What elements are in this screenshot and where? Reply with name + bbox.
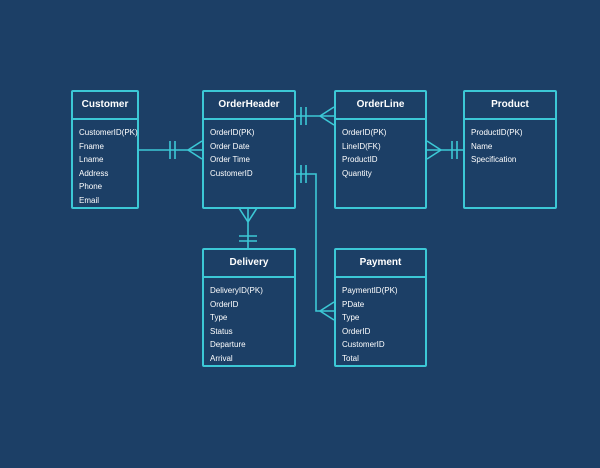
entity-title: Payment	[336, 250, 425, 278]
entity-field: Status	[210, 326, 233, 336]
entity-field: CustomerID	[342, 340, 385, 349]
entity-fields: PaymentID(PK) PDate Type OrderID Custome…	[336, 278, 425, 365]
entity-title: OrderHeader	[204, 92, 294, 120]
entity-field: CustomerID(PK)	[79, 128, 138, 137]
relationship-customer-orderheader	[139, 140, 203, 160]
entity-field: Departure	[210, 340, 246, 349]
entity-field: OrderID	[210, 299, 239, 309]
entity-field: Type	[210, 313, 228, 322]
entity-field: Specification	[471, 155, 517, 164]
entity-field: Name	[471, 141, 493, 151]
entity-title: OrderLine	[336, 92, 425, 120]
entity-field: Address	[79, 168, 109, 178]
entity-field: Total	[342, 353, 359, 363]
entity-title: Customer	[73, 92, 137, 120]
entity-field: Lname	[79, 155, 104, 164]
entity-field: Email	[79, 195, 100, 205]
entity-field: Order Time	[210, 155, 251, 164]
relationship-orderheader-orderline	[296, 106, 335, 126]
entity-field: PDate	[342, 299, 365, 309]
entity-fields: DeliveryID(PK) OrderID Type Status Depar…	[204, 278, 294, 365]
entity-fields: CustomerID(PK) Fname Lname Address Phone…	[73, 120, 138, 207]
entity-field: ProductID(PK)	[471, 128, 523, 137]
entity-title: Product	[465, 92, 555, 120]
entity-field: OrderID	[342, 326, 371, 336]
entity-field: Type	[342, 313, 360, 322]
entity-payment[interactable]: Payment PaymentID(PK) PDate Type OrderID…	[334, 248, 427, 367]
entity-product[interactable]: Product ProductID(PK) Name Specification	[463, 90, 557, 209]
entity-title: Delivery	[204, 250, 294, 278]
entity-field: OrderID(PK)	[342, 128, 387, 137]
entity-orderline[interactable]: OrderLine OrderID(PK) LineID(FK) Product…	[334, 90, 427, 209]
entity-delivery[interactable]: Delivery DeliveryID(PK) OrderID Type Sta…	[202, 248, 296, 367]
entity-field: CustomerID	[210, 168, 253, 178]
relationship-orderheader-delivery	[238, 207, 258, 248]
relationship-orderheader-payment	[296, 165, 335, 321]
entity-fields: OrderID(PK) LineID(FK) ProductID Quantit…	[336, 120, 425, 180]
entity-field: Arrival	[210, 353, 233, 363]
entity-field: Order Date	[210, 141, 250, 151]
entity-field: ProductID	[342, 155, 378, 164]
entity-fields: OrderID(PK) Order Date Order Time Custom…	[204, 120, 294, 180]
entity-field: LineID(FK)	[342, 141, 381, 151]
entity-field: PaymentID(PK)	[342, 286, 398, 295]
entity-customer[interactable]: Customer CustomerID(PK) Fname Lname Addr…	[71, 90, 139, 209]
relationship-orderline-product	[426, 140, 463, 160]
entity-field: Quantity	[342, 168, 372, 178]
entity-field: Phone	[79, 182, 103, 191]
entity-field: Fname	[79, 141, 104, 151]
entity-fields: ProductID(PK) Name Specification	[465, 120, 555, 167]
entity-field: DeliveryID(PK)	[210, 286, 263, 295]
entity-field: OrderID(PK)	[210, 128, 255, 137]
entity-orderheader[interactable]: OrderHeader OrderID(PK) Order Date Order…	[202, 90, 296, 209]
